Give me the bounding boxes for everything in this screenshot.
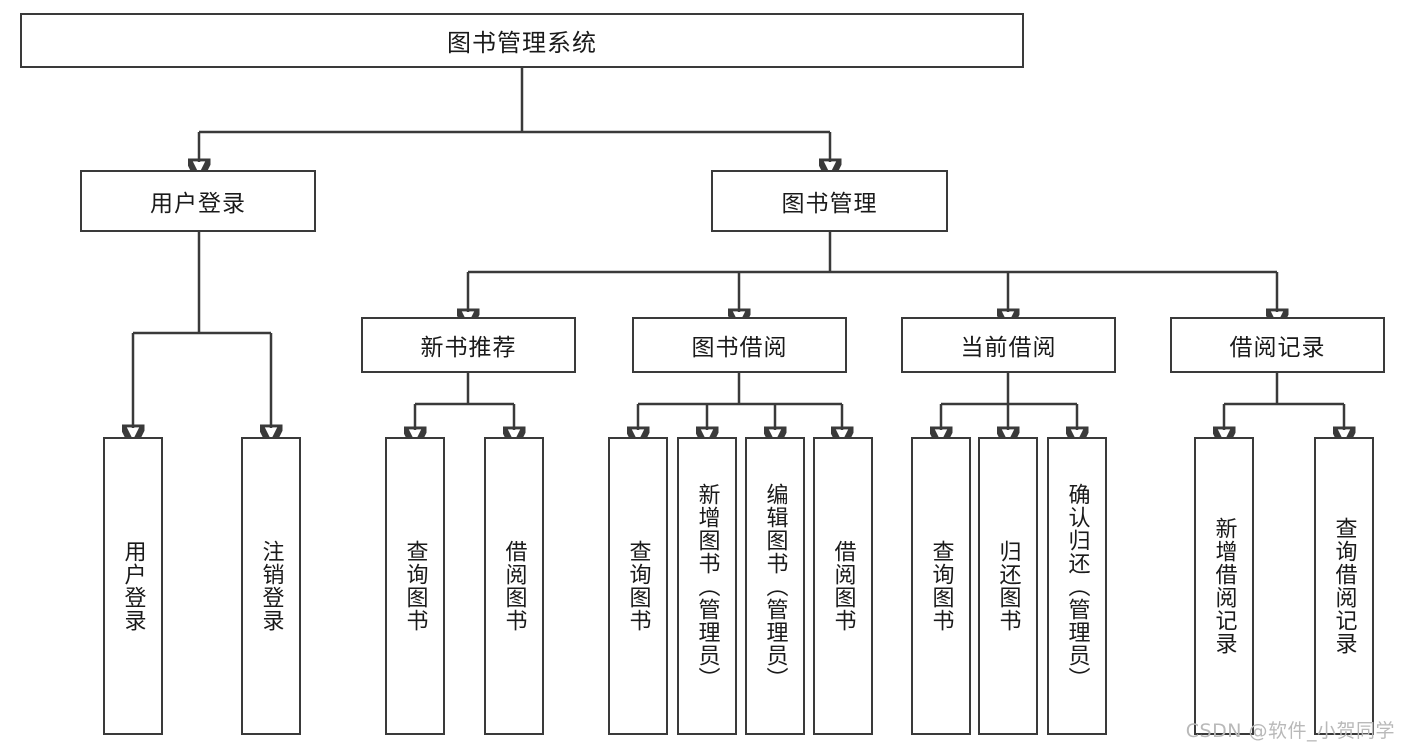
leaf-book-borrow-borrow-book[interactable]: 借阅图书	[813, 437, 873, 735]
csdn-watermark: CSDN @软件_小贺同学	[1185, 720, 1395, 742]
node-label: 图书借阅	[691, 335, 788, 361]
node-current-borrow[interactable]: 当前借阅	[901, 317, 1116, 373]
leaf-book-borrow-edit-book-admin[interactable]: 编辑图书（管理员）	[745, 437, 805, 735]
node-label: 当前借阅	[960, 335, 1057, 361]
leaf-borrow-records-add-record[interactable]: 新增借阅记录	[1194, 437, 1254, 735]
node-label: 查询借阅记录	[1331, 517, 1357, 655]
node-label: 用户登录	[120, 540, 146, 632]
node-label: 注销登录	[258, 540, 284, 632]
node-label: 编辑图书（管理员）	[762, 482, 788, 690]
leaf-current-borrow-query-book[interactable]: 查询图书	[911, 437, 971, 735]
node-label: 确认归还（管理员）	[1064, 482, 1090, 690]
leaf-current-borrow-confirm-return-admin[interactable]: 确认归还（管理员）	[1047, 437, 1107, 735]
node-label: 查询图书	[625, 540, 651, 632]
node-book-borrow[interactable]: 图书借阅	[632, 317, 847, 373]
node-label: 查询图书	[402, 540, 428, 632]
node-label: 新增图书（管理员）	[694, 482, 720, 690]
node-label: 查询图书	[928, 540, 954, 632]
node-label: 归还图书	[995, 540, 1021, 632]
node-label: 借阅记录	[1229, 335, 1326, 361]
node-label: 图书管理系统	[447, 29, 597, 57]
node-label: 借阅图书	[501, 540, 527, 632]
leaf-book-borrow-query-book[interactable]: 查询图书	[608, 437, 668, 735]
node-label: 用户登录	[150, 191, 246, 217]
leaf-new-book-query-book[interactable]: 查询图书	[385, 437, 445, 735]
leaf-user-login-login[interactable]: 用户登录	[103, 437, 163, 735]
leaf-borrow-records-query-record[interactable]: 查询借阅记录	[1314, 437, 1374, 735]
leaf-book-borrow-add-book-admin[interactable]: 新增图书（管理员）	[677, 437, 737, 735]
node-root-book-management-system[interactable]: 图书管理系统	[20, 13, 1024, 68]
node-borrow-records[interactable]: 借阅记录	[1170, 317, 1385, 373]
node-new-book-recommend[interactable]: 新书推荐	[361, 317, 576, 373]
leaf-current-borrow-return-book[interactable]: 归还图书	[978, 437, 1038, 735]
node-user-login[interactable]: 用户登录	[80, 170, 316, 232]
node-book-management[interactable]: 图书管理	[711, 170, 948, 232]
leaf-user-login-logout[interactable]: 注销登录	[241, 437, 301, 735]
leaf-new-book-borrow-book[interactable]: 借阅图书	[484, 437, 544, 735]
node-label: 新增借阅记录	[1211, 517, 1237, 655]
node-label: 借阅图书	[830, 540, 856, 632]
node-label: 图书管理	[781, 191, 878, 217]
node-label: 新书推荐	[420, 335, 517, 361]
